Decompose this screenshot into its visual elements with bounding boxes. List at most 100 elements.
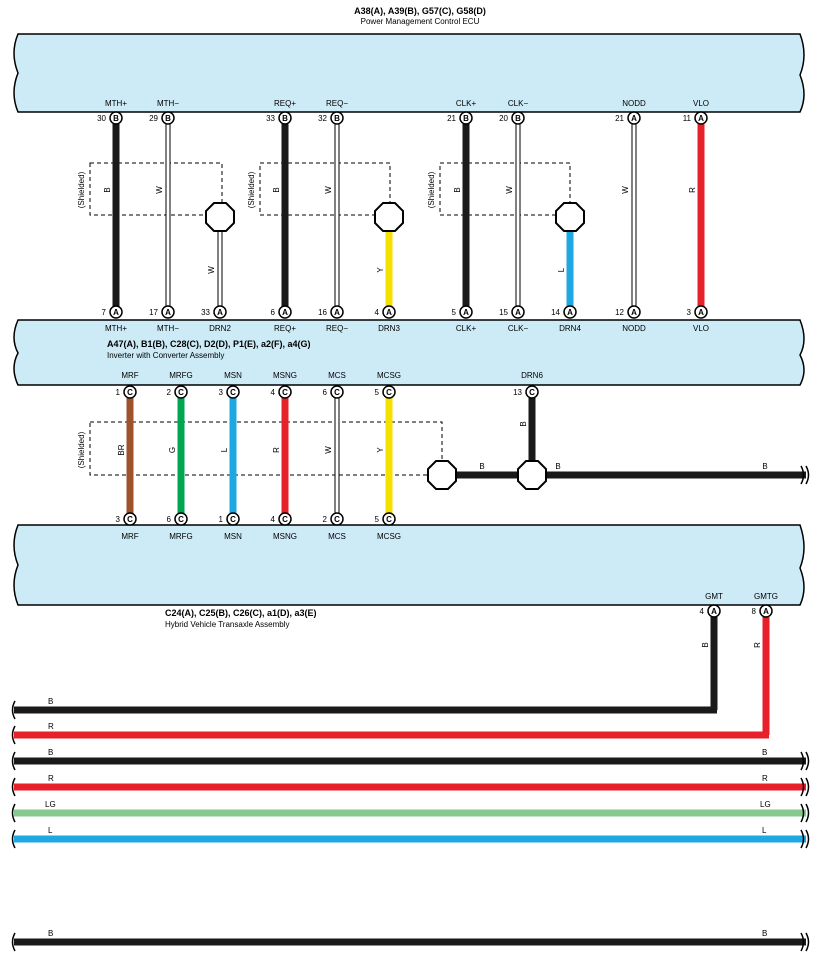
wire-letter-clk-minus: W [505,186,514,194]
pin-label: NODD [622,99,646,108]
splice-icon [374,202,404,232]
pin-label: REQ+ [274,324,296,333]
pin-number: 5 [375,515,380,524]
pin-number: 4 [271,388,276,397]
pin-label: MRF [121,532,138,541]
break-mark-icon [800,932,810,952]
inverter-box [13,319,805,386]
pin-conn: C [282,515,288,524]
shield-box-1 [89,162,223,216]
wire-letter: BR [117,444,126,455]
wire-letter: R [762,774,768,783]
shield-label-2: (Shielded) [247,171,256,208]
pin-conn: B [463,114,469,123]
pin-conn: A [165,308,171,317]
wire-letter: L [762,826,767,835]
pin-conn: A [631,308,637,317]
pin-number: 30 [97,114,106,123]
connector-circle-icon [707,604,721,618]
pin-number: 4 [700,607,705,616]
transaxle-top-pins: C C C C C C 3 6 1 4 2 5 MRF MRFG MSN MSN… [116,512,401,541]
pin-number: 1 [219,515,224,524]
pin-label: MCS [328,371,346,380]
pin-label: MSNG [273,371,297,380]
pin-conn: A [698,308,704,317]
pin-label: REQ+ [274,99,296,108]
pin-label: MRFG [169,532,193,541]
pin-number: 6 [323,388,328,397]
break-mark-icon [11,751,16,771]
shield-label-1: (Shielded) [77,171,86,208]
pin-number: 13 [513,388,522,397]
wire-letter: B [555,462,560,471]
pin-conn: A [386,308,392,317]
pin-conn: C [230,388,236,397]
pin-number: 33 [201,308,210,317]
splice-icon [427,460,457,490]
pin-conn: C [334,388,340,397]
wire-letter: R [272,447,281,453]
pin-label: VLO [693,99,709,108]
wire-letter: G [168,447,177,453]
pin-conn: A [113,308,119,317]
pin-number: 4 [375,308,380,317]
pin-number: 12 [615,308,624,317]
pin-conn: A [217,308,223,317]
pin-number: 5 [375,388,380,397]
pin-label: DRN6 [521,371,543,380]
break-mark-icon [800,803,810,823]
break-mark-icon [800,829,810,849]
splice-icon [205,202,235,232]
wire-letter: R [48,722,54,731]
pin-conn: A [763,607,769,616]
pin-label: MTH− [157,99,179,108]
pin-label: MSNG [273,532,297,541]
pin-number: 3 [116,515,121,524]
pin-label: NODD [622,324,646,333]
pin-label: MSN [224,532,242,541]
pin-label: MSN [224,371,242,380]
wire-letter: B [701,642,710,647]
wire-letter: B [519,421,528,426]
inverter-codes: A47(A), B1(B), C28(C), D2(D), P1(E), a2(… [107,339,311,349]
break-mark-icon [11,829,16,849]
wire-letter: B [48,929,53,938]
wire-letter: B [762,748,767,757]
pin-label: GMTG [754,592,778,601]
pin-label: CLK− [508,99,529,108]
wire-letter-drn3: Y [376,267,385,273]
wire-letter-mth-minus: W [155,186,164,194]
pin-conn: B [334,114,340,123]
break-mark-icon [11,803,16,823]
pin-number: 6 [167,515,172,524]
pin-number: 33 [266,114,275,123]
pin-number: 6 [271,308,276,317]
pin-number: 3 [219,388,224,397]
wire-letter: R [753,642,762,648]
pin-conn: C [127,388,133,397]
pin-conn: C [230,515,236,524]
pin-number: 4 [271,515,276,524]
pin-label: MRF [121,371,138,380]
wire-letter-clk-plus: B [453,187,462,192]
wire-letter-mth-plus: B [103,187,112,192]
pin-label: DRN4 [559,324,581,333]
top-wire-letters: B W B W B W W R W Y L [103,186,697,274]
break-mark-icon [800,751,810,771]
pin-label: MRFG [169,371,193,380]
inverter-top-pins: A A A A A A A A A A A 7 17 33 6 16 4 5 1… [102,305,709,333]
ecu-top-codes: A38(A), A39(B), G57(C), G58(D) [354,6,486,16]
pin-label: MCSG [377,371,401,380]
pin-number: 17 [149,308,158,317]
pin-number: 7 [102,308,107,317]
pin-label: MCSG [377,532,401,541]
pin-label: GMT [705,592,723,601]
pin-number: 1 [116,388,121,397]
pin-conn: B [515,114,521,123]
wire-letter: LG [45,800,56,809]
wire-letter-drn4: L [557,267,566,272]
pin-number: 11 [683,114,692,123]
splice-icon [517,460,547,490]
pin-number: 20 [499,114,508,123]
transaxle-codes: C24(A), C25(B), C26(C), a1(D), a3(E) [165,608,317,618]
